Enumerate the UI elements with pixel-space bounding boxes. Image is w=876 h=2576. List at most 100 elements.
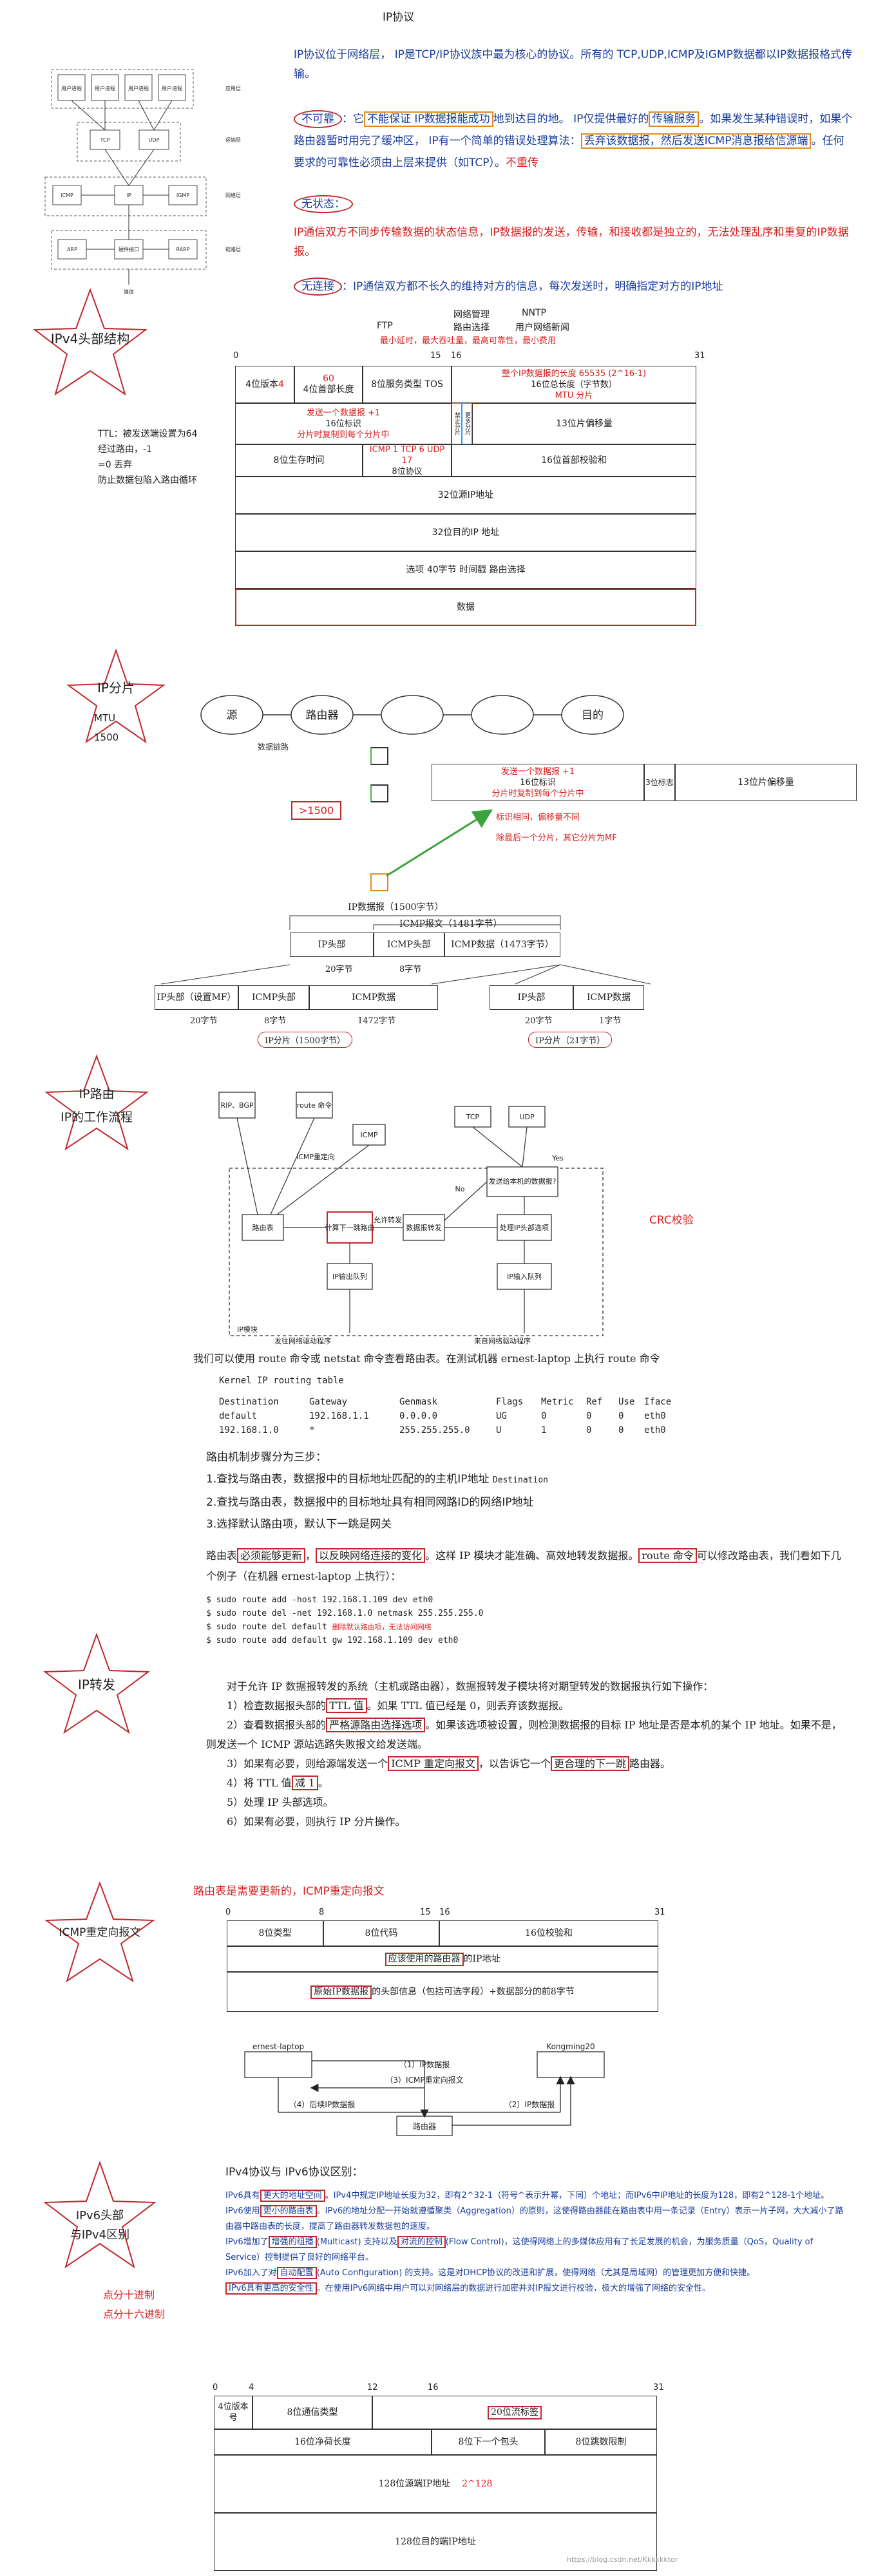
layer-transport: 运输层 [225,137,241,143]
unreliable-highlight-2: 传输服务 [649,111,700,127]
bit-15: 15 [430,351,441,361]
icmp-bit-0: 0 [225,1908,231,1917]
icmp-gw: 应该使用的路由器的IP地址 [227,1946,658,1972]
route-steps: 路由机制步骤分为三步： 1.查找与路由表，数据报中的目标地址匹配的的主机IP地址… [206,1446,548,1535]
totlen-cell: 整个IP数据报的长度 65535 (2^16-1)16位总长度（字节数）MTU … [452,366,696,403]
host-kongming: Kongming20 [546,2042,595,2051]
msg-4: （4）后续IP数据报 [289,2099,355,2109]
dotted-hex: 点分十六进制 [103,2308,166,2320]
wf-rip: RIP、BGP [220,1101,253,1110]
star-frag [66,648,166,744]
icmp-cksum: 16位校验和 [439,1920,658,1946]
nntp-label: NNTP [522,308,546,318]
node-src: 源 [227,709,238,722]
v6-flow: 20位流标签 [372,2396,657,2429]
wf-calc: 计算下一跳路由 [325,1223,375,1232]
frag-offset-cell: 13位片偏移量 [472,403,696,444]
unreliable-highlight-3: 丢弃该数据报，然后发送ICMP消息报给信源端 [580,133,812,149]
workflow-title: IP的工作流程 [60,1110,133,1124]
flag-df: 禁止分片 [452,403,462,444]
green-arrow [386,809,493,877]
wf-tcp: TCP [466,1113,480,1121]
wf-out-q: IP输出队列 [332,1272,367,1281]
tree-f2-total: IP分片（21字节） [528,1032,613,1048]
wf-proc-opts: 处理IP头部选项 [500,1223,549,1232]
unreliable-text-d: 。任何要求的可靠性必须由上层来提供（如TCP）。 [294,135,844,169]
wf-in-q: IP输入队列 [507,1272,542,1281]
wf-is-local: 发送给本机的数据报? [489,1177,557,1186]
media-label: 媒体 [124,289,134,295]
star-ipv4 [33,288,148,396]
tree-f2-20: 20字节 [525,1016,553,1026]
packet-icon-3 [370,873,388,891]
data-cell: 数据 [235,589,696,626]
cksum-cell: 16位首部校验和 [452,444,696,477]
icmp-type: 8位类型 [227,1920,323,1946]
v6-next: 8位下一个包头 [432,2429,545,2455]
crc-label: CRC校验 [649,1214,694,1227]
mtu-label: MTU [94,712,116,724]
layer-app: 应用层 [225,85,241,91]
udp-box: UDP [149,137,160,143]
page-title: IP协议 [383,11,415,24]
ttl-note: TTL：被发送端设置为64 经过路由，-1 =0 丢弃 防止数据包陷入路由循环 [98,429,198,486]
msg-2: （2）IP数据报 [504,2099,555,2109]
layer-network: 网络层 [225,192,241,198]
gt-1500: >1500 [291,801,342,820]
wf-icmp: ICMP [360,1131,377,1139]
tree-f1-1472: 1472字节 [357,1016,396,1026]
route-sel-label: 路由选择 [453,323,490,333]
v6-hop: 8位跳数限制 [545,2429,657,2455]
wf-allow: 允许转发 [374,1215,402,1224]
tree-20b: 20字节 [325,965,353,974]
frag-offset-cell-2: 13位片偏移量 [675,764,857,801]
steps-title: 路由机制步骤分为三步： [206,1451,327,1464]
tree-brace-1 [289,915,561,930]
fwd-title: IP转发 [78,1677,115,1692]
wf-recv: 来自网络驱动程序 [474,1336,531,1345]
user-proc-1: 用户进程 [61,85,82,91]
fwd-text: 对于允许 IP 数据报转发的系统（主机或路由器），数据报转发子模块将对期望转发的… [206,1680,842,1828]
unreliable-highlight-1: 不能保证 IP数据报能成功 [364,111,493,127]
netmgmt-label: 网络管理 [453,310,490,320]
icmp-red-title: 路由表是需要更新的，ICMP重定向报文 [193,1885,385,1898]
tree-f2-data: ICMP数据 [573,985,644,1010]
user-proc-4: 用户进程 [162,85,182,91]
icmp-bit-15: 15 [420,1908,431,1917]
tree-f1-8: 8字节 [264,1016,287,1026]
packet-icon-1 [370,747,388,765]
bit-0: 0 [233,351,239,361]
tree-f1-icmp: ICMP头部 [238,985,309,1010]
wf-send: 发往网络驱动程序 [274,1336,331,1345]
ip-workflow-diagram: RIP、BGP route 命令 ICMP TCP UDP 路由表 计算下一跳路… [218,1092,604,1345]
tos-cell: 8位服务类型 TOS [363,366,452,403]
ipv4-header-title: IPv4头部结构 [50,331,130,346]
wf-no: No [455,1185,465,1193]
wf-route-table: 路由表 [252,1223,274,1232]
wf-yes: Yes [551,1154,564,1162]
protocol-stack-diagram: 用户进程 用户进程 用户进程 用户进程 应用层 TCP UDP 运输层 ICMP… [44,69,241,295]
dotted-decimal: 点分十进制 [103,2289,155,2301]
ttl-cell: 8位生存时间 [235,444,363,477]
wf-icmp-redir: ICMP重定向 [296,1152,335,1161]
connectionless-paragraph: 无连接：IP通信双方都不长久的维持对方的信息，每次发送时，明确指定对方的IP地址 [294,277,854,296]
tos-red-note: 最小延时，最大吞吐量，最高可靠性，最小费用 [380,336,557,346]
unreliable-paragraph: 不可靠：它不能保证 IP数据报能成功地到达目的地。 IP仅提供最好的传输服务。如… [294,108,854,174]
v6-dst: 128位目的端IP地址 [214,2513,657,2571]
wf-ip-mod: IP模块 [237,1325,258,1334]
icmp-bit-8: 8 [319,1908,325,1917]
route-update-paragraph: 路由表必须能够更新，以反映网络连接的变化。这样 IP 模块才能准确、高效地转发数… [206,1548,841,1582]
packet-icon-2 [370,784,388,802]
arp-box: ARP [67,247,77,252]
node-router: 路由器 [306,709,339,722]
tcp-box: TCP [100,137,110,143]
link-label: 数据链路 [258,742,289,752]
node-dst: 目的 [582,709,604,722]
unreliable-label: 不可靠 [294,110,342,128]
star-icmp [44,1881,155,1983]
